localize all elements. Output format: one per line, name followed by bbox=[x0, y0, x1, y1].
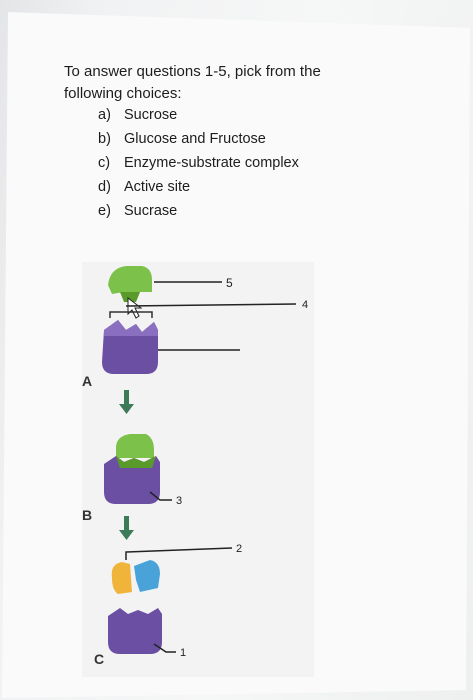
label-line-2 bbox=[125, 547, 233, 560]
instruction-line-2: following choices: bbox=[64, 85, 182, 102]
choice-d: d) Active site bbox=[98, 179, 190, 195]
number-label-3: 3 bbox=[176, 495, 182, 507]
substrate-sucrose-shape bbox=[108, 266, 152, 300]
choice-letter: c) bbox=[98, 155, 111, 171]
choice-letter: b) bbox=[98, 131, 111, 147]
choice-letter: d) bbox=[98, 179, 111, 195]
arrow-b-to-c-icon bbox=[119, 516, 134, 540]
choice-e: e) Sucrase bbox=[98, 203, 177, 219]
stage-label-c: C bbox=[94, 651, 104, 667]
choice-text: Sucrose bbox=[124, 107, 178, 123]
choice-letter: a) bbox=[98, 107, 111, 123]
fructose-shape bbox=[134, 560, 160, 592]
stage-b-group bbox=[104, 434, 160, 504]
number-label-5: 5 bbox=[226, 276, 233, 290]
stage-label-b: B bbox=[82, 507, 92, 523]
arrow-a-to-b-icon bbox=[119, 390, 134, 414]
bound-substrate-shape bbox=[116, 434, 154, 458]
choice-text: Enzyme-substrate complex bbox=[124, 155, 299, 171]
stage-a-group bbox=[102, 266, 158, 374]
label-line-1 bbox=[153, 643, 176, 653]
choice-a: a) Sucrose bbox=[98, 107, 177, 123]
substrate-drip bbox=[116, 456, 156, 468]
cursor-arrow-icon bbox=[127, 296, 143, 319]
choice-text: Active site bbox=[124, 179, 191, 195]
stage-c-group bbox=[108, 560, 162, 654]
glucose-shape bbox=[111, 562, 132, 594]
choice-text: Sucrase bbox=[124, 203, 178, 219]
choice-c: c) Enzyme-substrate complex bbox=[98, 155, 299, 171]
stage-label-a: A bbox=[82, 373, 92, 389]
number-label-1: 1 bbox=[180, 647, 186, 659]
choice-b: b) Glucose and Fructose bbox=[98, 131, 266, 147]
choice-letter: e) bbox=[98, 203, 111, 219]
active-site-bracket bbox=[109, 311, 153, 318]
substrate-shadow bbox=[120, 292, 140, 302]
enzyme-sucrase-shape-c bbox=[108, 608, 162, 654]
instruction-line-1: To answer questions 1-5, pick from the bbox=[64, 63, 321, 80]
number-label-2: 2 bbox=[236, 543, 242, 555]
label-line-3 bbox=[149, 491, 172, 501]
label-line-4 bbox=[125, 303, 297, 307]
enzyme-top-highlight-a bbox=[104, 320, 158, 336]
number-label-4: 4 bbox=[302, 299, 308, 311]
choice-text: Glucose and Fructose bbox=[124, 131, 266, 147]
